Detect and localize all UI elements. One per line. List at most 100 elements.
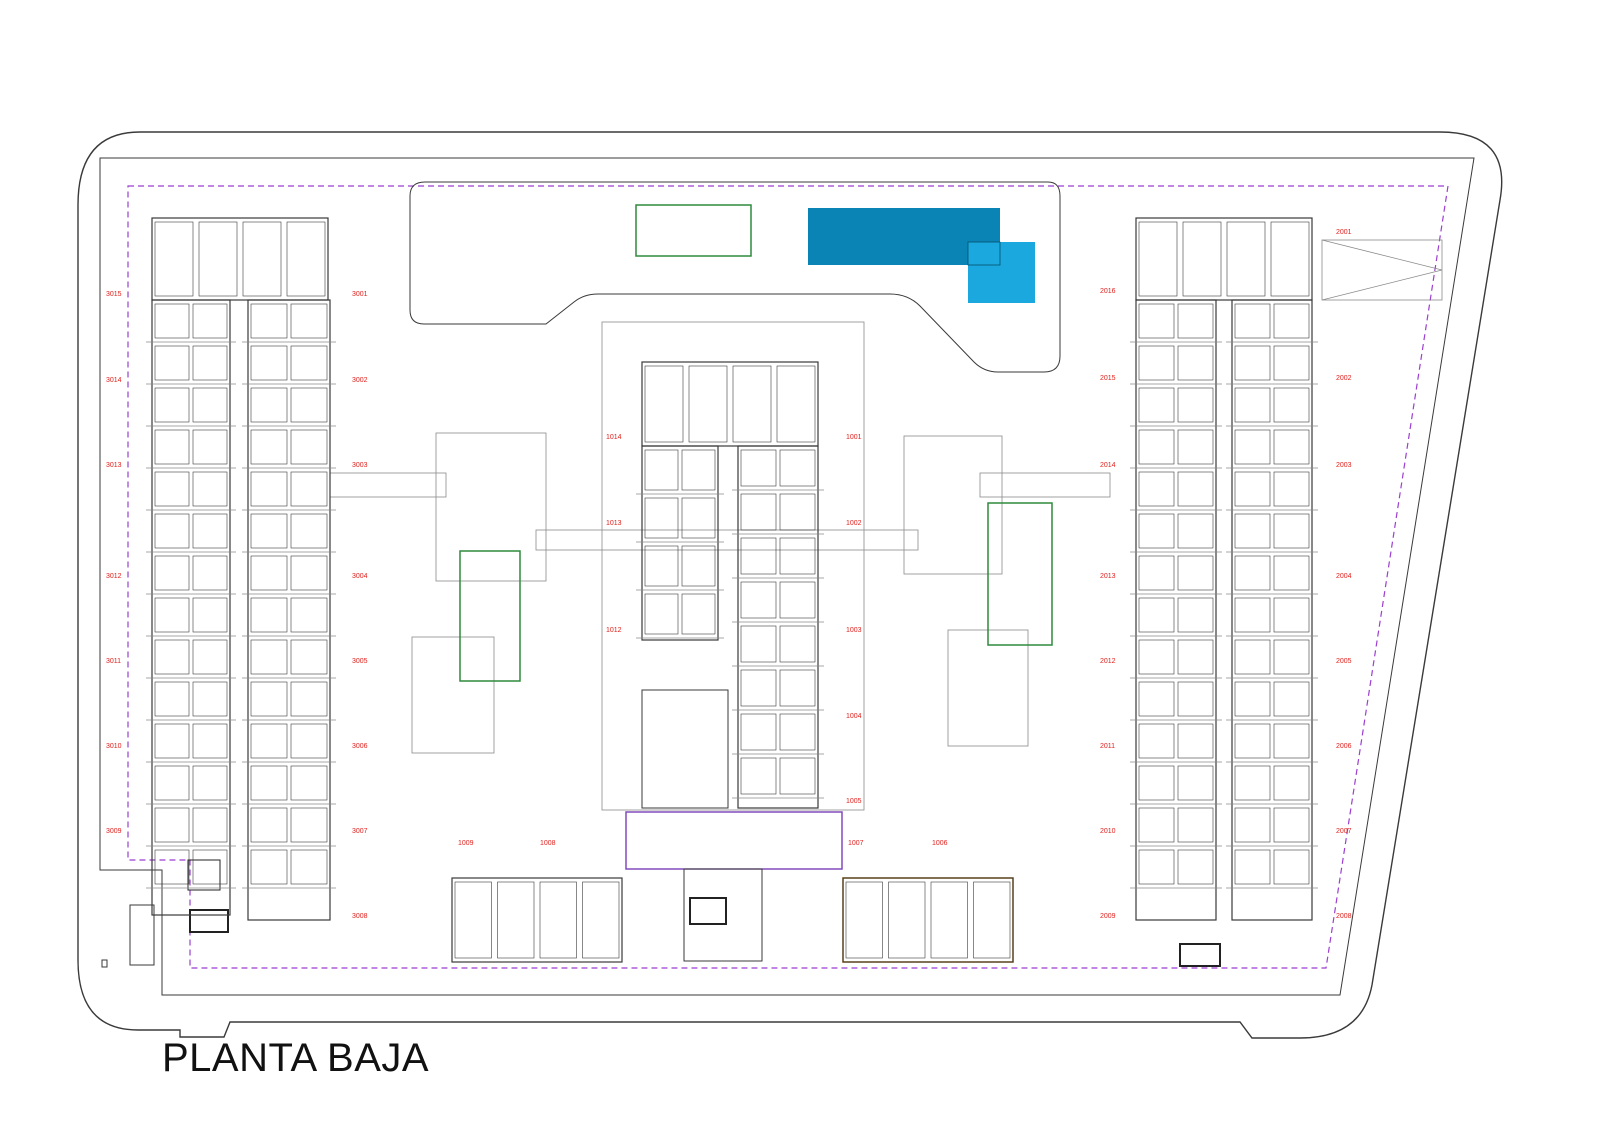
unit-label-left-inner: 3007: [352, 828, 368, 835]
left-column-a-room: [192, 471, 228, 507]
stairs-icon: [187, 859, 221, 891]
left-column-a: [151, 299, 231, 916]
entrance-ramp: [1321, 239, 1443, 301]
left-column-a-room: [192, 807, 228, 843]
right-column-b-room: [1273, 471, 1310, 507]
left-column-b-room: [250, 387, 288, 423]
right-column-a-room: [1177, 345, 1214, 381]
right-column-a-room: [1138, 849, 1175, 885]
unit-label-left-inner: 3005: [352, 658, 368, 665]
left-column-b-room: [290, 303, 328, 339]
unit-label-right-outer: 2005: [1336, 658, 1352, 665]
center-column-b-room: [779, 713, 816, 751]
right-column-b-room: [1234, 513, 1271, 549]
right-column-b-room: [1234, 471, 1271, 507]
center-parking: [641, 689, 729, 809]
lobby: [683, 868, 763, 962]
pool-kids: [968, 242, 1035, 303]
unit-label-left-inner: 3008: [352, 913, 368, 920]
left-column-b-room: [290, 345, 328, 381]
left-column-b-room: [250, 345, 288, 381]
left-header-block-room: [198, 221, 238, 297]
center-column-a-room: [644, 449, 679, 491]
left-column-b-room: [290, 429, 328, 465]
garden-box-right: [903, 435, 1003, 575]
right-column-b-room: [1234, 723, 1271, 759]
inner-boundary: [99, 157, 1475, 996]
right-column-b-room: [1234, 345, 1271, 381]
left-column-a-room: [154, 471, 190, 507]
right-column-a-room: [1138, 471, 1175, 507]
left-column-b-room: [290, 513, 328, 549]
right-header-block: [1135, 217, 1313, 301]
left-column-a-room: [192, 555, 228, 591]
left-column-b-room: [250, 471, 288, 507]
bottom-right-block-room: [973, 881, 1011, 959]
right-column-b-room: [1273, 513, 1310, 549]
center-column-a-room: [681, 449, 716, 491]
left-column-b-room: [290, 597, 328, 633]
right-column-a-room: [1177, 303, 1214, 339]
left-header-block-room: [286, 221, 326, 297]
garden-box-right-lower: [947, 629, 1029, 747]
unit-label-bottom-right: 1007: [848, 840, 864, 847]
unit-label-right-inner: 2016: [1100, 288, 1116, 295]
center-column-b-room: [779, 449, 816, 487]
utility-room: [129, 904, 155, 966]
right-header-block-room: [1138, 221, 1178, 297]
pool-overlap: [967, 241, 1001, 266]
path-left: [329, 472, 447, 498]
right-column-b-room: [1273, 639, 1310, 675]
right-column-b-room: [1234, 639, 1271, 675]
path-center: [535, 529, 919, 551]
right-column-b-room: [1234, 765, 1271, 801]
unit-label-left-inner: 3004: [352, 573, 368, 580]
right-column-b-room: [1234, 597, 1271, 633]
left-column-b-room: [250, 429, 288, 465]
unit-label-bottom-left: 1009: [458, 840, 474, 847]
unit-label-center-right: 1004: [846, 713, 862, 720]
bottom-left-block-room: [539, 881, 577, 959]
left-column-b-room: [290, 723, 328, 759]
center-column-a-room: [644, 545, 679, 587]
bottom-left-block-room: [497, 881, 535, 959]
green-lawn-right: [987, 502, 1053, 646]
left-column-a-room: [154, 513, 190, 549]
left-header-block-room: [154, 221, 194, 297]
unit-labels: 3015301430133012301130103009300130023003…: [106, 229, 1352, 920]
center-column-b-room: [740, 537, 777, 575]
bottom-left-block-room: [454, 881, 492, 959]
right-column-a-room: [1177, 849, 1214, 885]
right-column-a-room: [1177, 471, 1214, 507]
center-column-a-room: [681, 593, 716, 635]
property-line: [127, 185, 1449, 969]
unit-label-center-right: 1003: [846, 627, 862, 634]
unit-label-left-outer: 3014: [106, 377, 122, 384]
center-column-b-room: [740, 493, 777, 531]
path-right: [979, 472, 1111, 498]
right-column-b: [1231, 299, 1313, 921]
left-column-b-room: [250, 513, 288, 549]
left-column-a-room: [154, 765, 190, 801]
center-column-b-room: [779, 757, 816, 795]
left-column-a-room: [154, 681, 190, 717]
center-block-frame: [601, 321, 865, 811]
right-column-b-room: [1234, 555, 1271, 591]
right-column-b-room: [1234, 303, 1271, 339]
center-header-block-room: [732, 365, 772, 443]
left-column-a-room: [154, 555, 190, 591]
center-column-a-room: [644, 593, 679, 635]
left-column-a-room: [192, 597, 228, 633]
right-column-a-room: [1138, 429, 1175, 465]
left-header-block-room: [242, 221, 282, 297]
unit-label-center-left: 1014: [606, 434, 622, 441]
right-column-a-room: [1138, 303, 1175, 339]
right-column-a-room: [1177, 681, 1214, 717]
unit-label-right-outer: 2001: [1336, 229, 1352, 236]
elevator-right: [1179, 943, 1221, 967]
left-column-a-room: [192, 849, 228, 885]
center-column-b-room: [779, 493, 816, 531]
garden-box-left-lower: [411, 636, 495, 754]
bottom-right-block-room: [888, 881, 926, 959]
